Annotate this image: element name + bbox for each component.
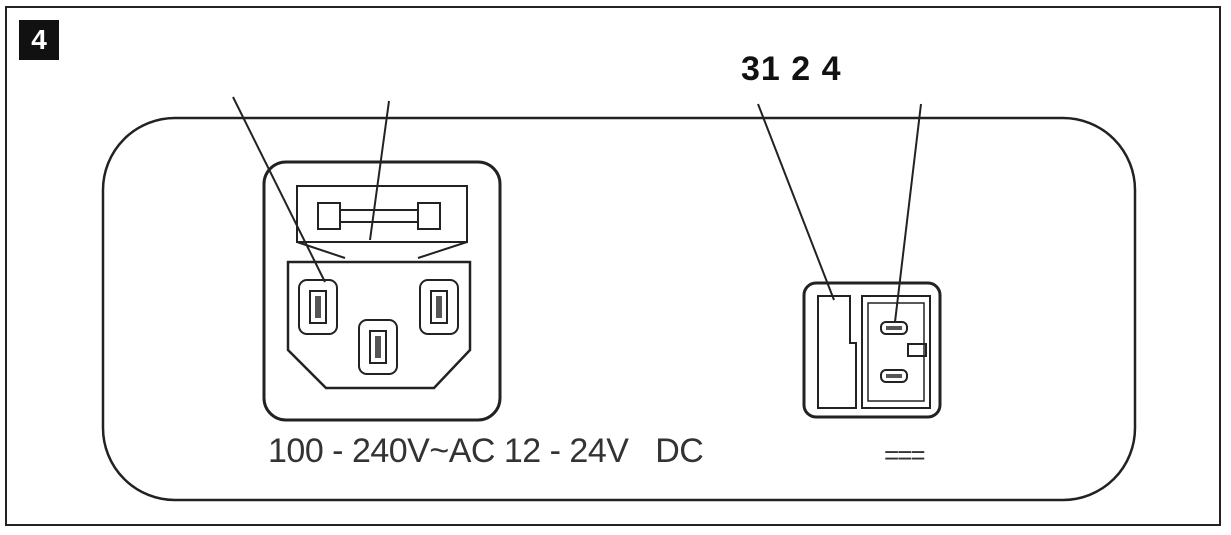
pin-earth <box>358 319 398 375</box>
leader-line-4 <box>894 103 922 323</box>
fuse-cap-left <box>317 202 341 230</box>
pin-live <box>298 279 338 335</box>
dc-switch <box>817 295 857 409</box>
figure-frame <box>5 6 1221 526</box>
dc-pin-bottom <box>880 369 908 383</box>
ac-power-inlet <box>262 160 502 422</box>
fuse-cap-right <box>417 202 441 230</box>
dc-symbol: === <box>884 440 926 470</box>
leader-line-1 <box>232 96 326 283</box>
dc-socket <box>861 295 931 409</box>
fuse-drawer <box>296 185 468 243</box>
leader-line-2 <box>369 100 390 241</box>
dc-power-inlet <box>802 281 942 419</box>
dc-pin-top <box>880 321 908 335</box>
voltage-label: 100 - 240V~AC 12 - 24V DC <box>268 432 704 470</box>
callout-numbers: 31 2 4 <box>741 50 842 88</box>
pin-neutral <box>419 279 459 335</box>
device-panel-outline <box>101 116 1137 502</box>
leader-lines <box>232 96 922 323</box>
iec-socket <box>286 260 472 390</box>
leader-line-3 <box>757 103 835 301</box>
figure-number-badge: 4 <box>19 20 59 60</box>
